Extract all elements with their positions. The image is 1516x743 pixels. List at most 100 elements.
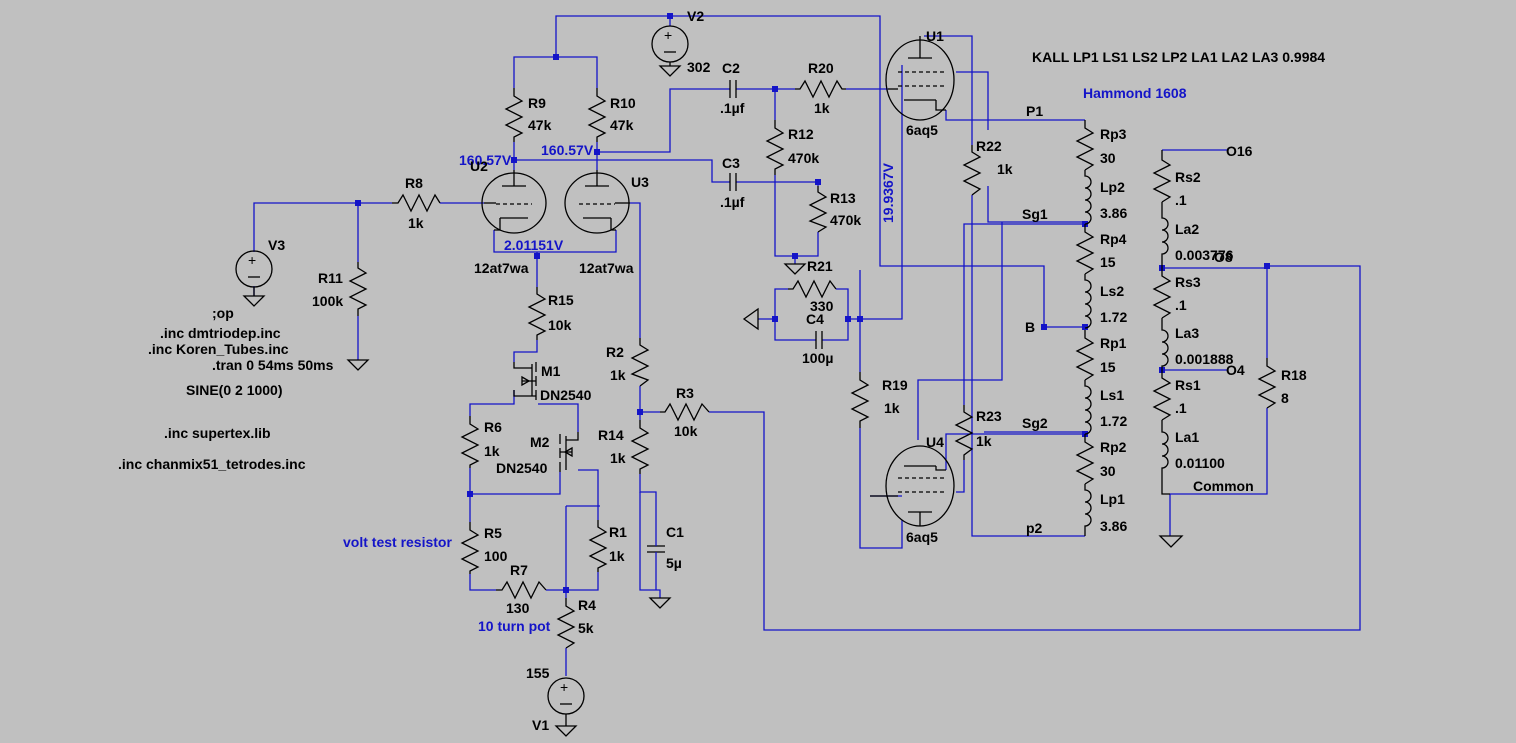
net-common: Common (1193, 478, 1254, 494)
sine-spec: SINE(0 2 1000) (186, 382, 283, 398)
net-sg1: Sg1 (1022, 206, 1048, 222)
R4-value: 5k (578, 620, 594, 636)
Ls2-value: 1.72 (1100, 309, 1127, 325)
R18-ref: R18 (1281, 367, 1307, 383)
R1-value: 1k (609, 548, 625, 564)
net-o16: O16 (1226, 143, 1253, 159)
R21-ref: R21 (807, 258, 833, 274)
C2-symbol (722, 80, 744, 98)
Rp2-body (1075, 434, 1095, 485)
Lp2-value: 3.86 (1100, 205, 1127, 221)
probe-output: 19.9367V (880, 162, 896, 223)
V1-source: + (547, 677, 585, 737)
La1-coil (1161, 420, 1170, 495)
R22-body (962, 145, 982, 196)
R19-body (850, 372, 870, 428)
U4-model: 6aq5 (906, 529, 938, 545)
svg-text:+: + (248, 252, 256, 268)
probe-cathode: 2.01151V (504, 237, 564, 253)
R5-ref: R5 (484, 525, 502, 541)
resistors (348, 79, 1277, 649)
svg-text:+: + (664, 27, 672, 43)
R21-value: 330 (810, 298, 834, 314)
Ls2-ref: Ls2 (1100, 283, 1124, 299)
Rp2-value: 30 (1100, 463, 1116, 479)
R13-value: 470k (830, 212, 861, 228)
R18-body (1257, 358, 1277, 409)
R2-value: 1k (610, 367, 626, 383)
inc-supertex: .inc supertex.lib (164, 425, 271, 441)
La3-value: 0.001888 (1175, 351, 1234, 367)
labels: KALL LP1 LS1 LS2 LP2 LA1 LA2 LA3 0.9984 … (118, 8, 1325, 733)
R20-value: 1k (814, 100, 830, 116)
V2-source: + (651, 25, 689, 77)
R12-body (765, 120, 785, 175)
R14-value: 1k (610, 450, 626, 466)
U2-model: 12at7wa (474, 260, 529, 276)
Ls2-coil (1084, 274, 1092, 329)
Ls1-coil (1084, 380, 1092, 435)
V3-ref: V3 (268, 237, 285, 253)
R7-ref: R7 (510, 562, 528, 578)
R15-body (527, 287, 547, 340)
Lp1-ref: Lp1 (1100, 491, 1125, 507)
R15-ref: R15 (548, 292, 574, 308)
R1-ref: R1 (609, 524, 627, 540)
M1-ref: M1 (541, 363, 561, 379)
U3-model: 12at7wa (579, 260, 634, 276)
R10-value: 47k (610, 117, 634, 133)
C2-ref: C2 (722, 60, 740, 76)
transformer-title: Hammond 1608 (1083, 85, 1187, 101)
V2-value: 302 (687, 59, 711, 75)
Ls1-ref: Ls1 (1100, 387, 1124, 403)
La2-coil (1161, 202, 1169, 268)
R20-ref: R20 (808, 60, 834, 76)
R1-body (588, 520, 608, 572)
R3-value: 10k (674, 423, 698, 439)
gnd-c1 (648, 597, 672, 609)
U2-triode (481, 170, 547, 234)
Rp4-body (1075, 224, 1095, 275)
M2-ref: M2 (530, 434, 550, 450)
R4-body (556, 598, 576, 649)
U3-ref: U3 (631, 174, 649, 190)
R8-body (392, 193, 441, 213)
R9-value: 47k (528, 117, 552, 133)
R9-body (504, 88, 524, 142)
Rp3-body (1075, 120, 1095, 171)
R12-ref: R12 (788, 126, 814, 142)
R13-ref: R13 (830, 190, 856, 206)
gnd-r21 (783, 263, 807, 275)
R19-ref: R19 (882, 377, 908, 393)
Rs1-value: .1 (1175, 400, 1187, 416)
R6-ref: R6 (484, 419, 502, 435)
C4-value: 100µ (802, 350, 833, 366)
R7-value: 130 (506, 600, 530, 616)
Rp1-ref: Rp1 (1100, 335, 1127, 351)
R4-ref: R4 (578, 597, 596, 613)
R19-value: 1k (884, 400, 900, 416)
R21-body (788, 279, 837, 299)
inc-chanmix: .inc chanmix51_tetrodes.inc (118, 456, 306, 472)
V2-ref: V2 (687, 8, 704, 24)
net-o4: O4 (1226, 362, 1245, 378)
R10-ref: R10 (610, 95, 636, 111)
R3-ref: R3 (676, 385, 694, 401)
C1-value: 5µ (666, 555, 682, 571)
La1-ref: La1 (1175, 429, 1199, 445)
inc-dmtriodep: .inc dmtriodep.inc (160, 325, 281, 341)
R7-body (496, 580, 547, 600)
op-directive: ;op (212, 305, 234, 321)
Rp4-value: 15 (1100, 254, 1116, 270)
Lp2-coil (1084, 170, 1092, 225)
tubes (481, 36, 955, 527)
R3-body (660, 402, 710, 422)
R15-value: 10k (548, 317, 572, 333)
Rs2-ref: Rs2 (1175, 169, 1201, 185)
R9-ref: R9 (528, 95, 546, 111)
V1-ref: V1 (532, 717, 549, 733)
Rs2-body (1152, 150, 1172, 203)
gnd-bias (742, 307, 759, 331)
R11-body (348, 262, 368, 316)
Rp3-ref: Rp3 (1100, 126, 1127, 142)
